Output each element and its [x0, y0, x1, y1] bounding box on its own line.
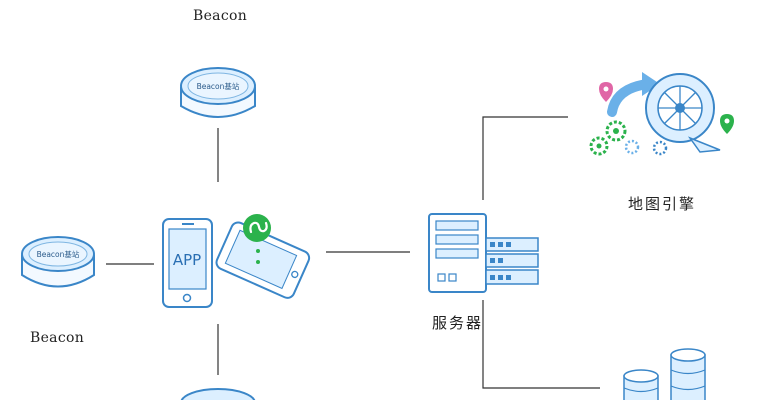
signal-dot — [256, 249, 260, 253]
beacon-station-top: Beacon基站 — [180, 67, 256, 118]
beacon-station-text: Beacon基站 — [197, 81, 240, 91]
beacon-station-left: Beacon基站 — [21, 236, 95, 288]
server-icon — [428, 213, 539, 293]
beacon-left-label: Beacon — [30, 330, 85, 346]
signal-dot — [256, 260, 260, 264]
map-pin-icon — [599, 82, 613, 102]
tilted-phone — [215, 221, 311, 299]
app-phone: APP — [162, 218, 213, 308]
server-label: 服务器 — [432, 314, 484, 332]
map-engine-label: 地图引擎 — [628, 195, 697, 213]
map-engine-icon — [589, 72, 734, 156]
beacon-top-label: Beacon — [193, 8, 248, 24]
app-label: APP — [173, 251, 201, 269]
map-pin-icon — [720, 114, 734, 134]
gear-icon — [589, 120, 668, 156]
beacon-station-text: Beacon基站 — [37, 249, 80, 259]
mini-program-icon — [243, 214, 271, 242]
beacon-station-bottom — [180, 388, 256, 400]
connector-lines — [106, 116, 600, 389]
database-icon — [623, 348, 706, 400]
